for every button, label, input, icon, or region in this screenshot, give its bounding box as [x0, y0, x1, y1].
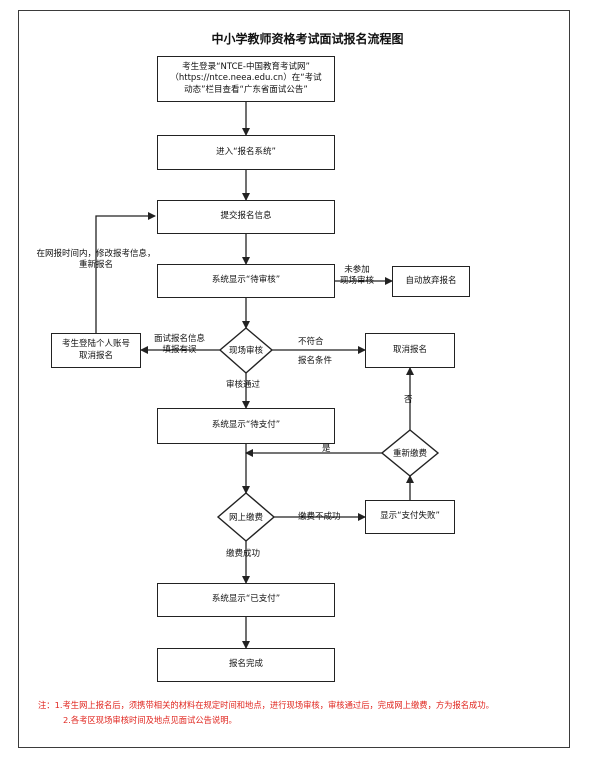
box-complete: 报名完成	[157, 648, 335, 682]
label-not-attend: 未参加 现场审核	[340, 265, 374, 288]
label-modify-info: 在网报时间内，修改报考信息， 重新报名	[26, 249, 166, 272]
diamond-repay-label: 重新缴费	[392, 449, 427, 459]
diamond-online-payment-label: 网上缴费	[228, 513, 263, 523]
box-payment-failed: 显示“支付失败”	[365, 500, 455, 534]
diamond-onsite-review-label: 现场审核	[228, 346, 263, 356]
label-yes: 是	[322, 444, 331, 454]
diamond-online-payment	[216, 492, 276, 542]
box-login-line2: （https://ntce.neea.edu.cn）在“考试	[170, 73, 322, 84]
box-cancel-registration: 取消报名	[365, 333, 455, 368]
label-pay-fail: 缴费不成功	[298, 512, 341, 522]
label-info-error-line2: 填报有误	[162, 345, 197, 356]
label-modify-line2: 重新报名	[78, 260, 113, 271]
box-login-account-cancel: 考生登陆个人账号 取消报名	[51, 333, 141, 368]
box-abandon: 自动放弃报名	[392, 266, 470, 297]
label-no: 否	[404, 395, 413, 405]
box-account-line1: 考生登陆个人账号	[61, 339, 130, 350]
box-submit-info: 提交报名信息	[157, 200, 335, 234]
box-paid: 系统显示“已支付”	[157, 583, 335, 617]
label-not-meet-2: 报名条件	[298, 356, 333, 366]
edge-account-submit	[95, 212, 156, 333]
note-line-2: 2.各考区现场审核时间及地点见面试公告说明。	[63, 715, 237, 725]
label-info-error-line1: 面试报名信息	[154, 334, 206, 344]
note-line-1: 注：1.考生网上报名后，须携带相关的材料在规定时间和地点，进行现场审核，审核通过…	[38, 700, 494, 710]
diamond-onsite-review	[218, 327, 274, 374]
label-not-meet-1: 不符合	[298, 337, 324, 347]
box-pending-payment: 系统显示“待支付”	[157, 408, 335, 444]
label-info-error: 面试报名信息 填报有误	[154, 334, 205, 357]
box-account-line2: 取消报名	[78, 350, 113, 361]
box-pending-review: 系统显示“待审核”	[157, 264, 335, 298]
label-review-passed: 审核通过	[226, 380, 261, 390]
box-enter-system: 进入“报名系统”	[157, 135, 335, 170]
box-login-line1: 考生登录“NTCE-中国教育考试网”	[182, 61, 310, 72]
label-not-attend-line2: 现场审核	[340, 276, 375, 287]
box-login-line3: 动态”栏目查看“广东省面试公告”	[184, 84, 308, 95]
label-pay-success: 缴费成功	[226, 549, 261, 559]
diagram-title: 中小学教师资格考试面试报名流程图	[211, 32, 404, 46]
label-not-attend-line1: 未参加	[344, 265, 370, 275]
label-modify-line1: 在网报时间内，修改报考信息，	[36, 249, 156, 259]
diamond-repay	[380, 429, 440, 477]
box-login: 考生登录“NTCE-中国教育考试网” （https://ntce.neea.ed…	[157, 56, 335, 102]
diagram-frame	[18, 10, 570, 748]
